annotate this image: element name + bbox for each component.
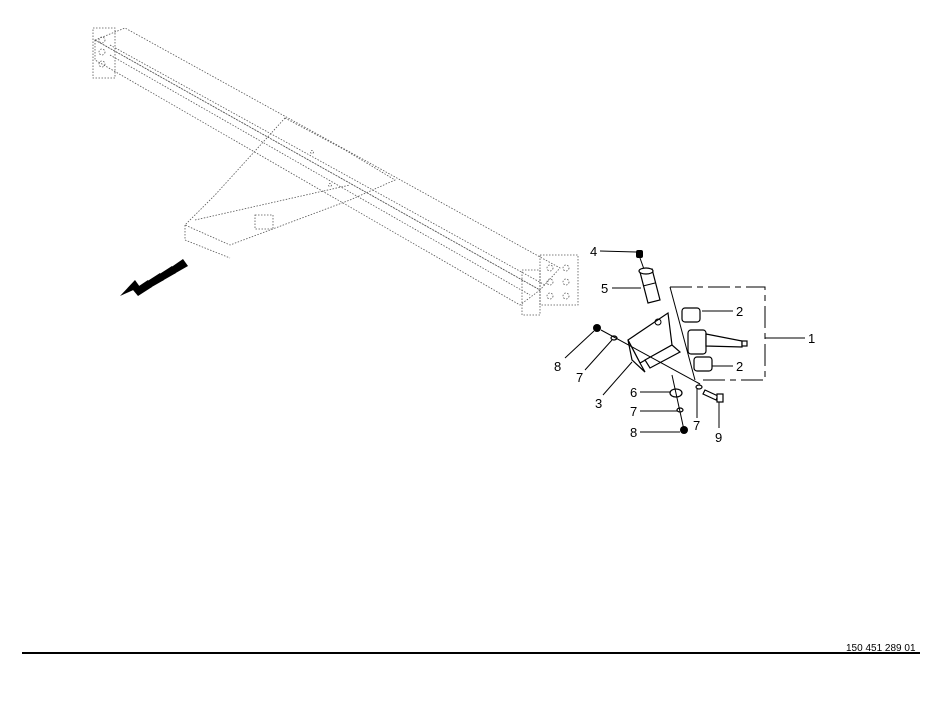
callout-2-bottom: 2 — [736, 359, 743, 374]
callout-9: 9 — [715, 430, 722, 445]
drawbar — [184, 117, 396, 259]
document-number: 150 451 289 01 — [846, 643, 916, 654]
callout-4: 4 — [590, 244, 597, 259]
part-1-spindle — [687, 329, 748, 355]
direction-arrow-icon — [120, 259, 188, 296]
part-2-bushing-bottom — [693, 356, 713, 372]
callout-7-bottom: 7 — [630, 404, 637, 419]
callout-3: 3 — [595, 396, 602, 411]
part-3-bracket — [627, 311, 682, 373]
hardware — [593, 324, 724, 434]
callout-1: 1 — [808, 331, 815, 346]
callout-5: 5 — [601, 281, 608, 296]
callout-7-left: 7 — [576, 370, 583, 385]
assembly-box — [670, 286, 766, 381]
callout-8-bottom: 8 — [630, 425, 637, 440]
part-5-pin — [638, 267, 661, 304]
leader-lines — [564, 250, 805, 433]
callout-7-right: 7 — [693, 418, 700, 433]
callout-6: 6 — [630, 385, 637, 400]
part-2-bushing-top — [681, 307, 701, 323]
callout-2-top: 2 — [736, 304, 743, 319]
footer-rule — [22, 652, 920, 654]
callout-8-left: 8 — [554, 359, 561, 374]
frame-beam — [92, 27, 579, 316]
